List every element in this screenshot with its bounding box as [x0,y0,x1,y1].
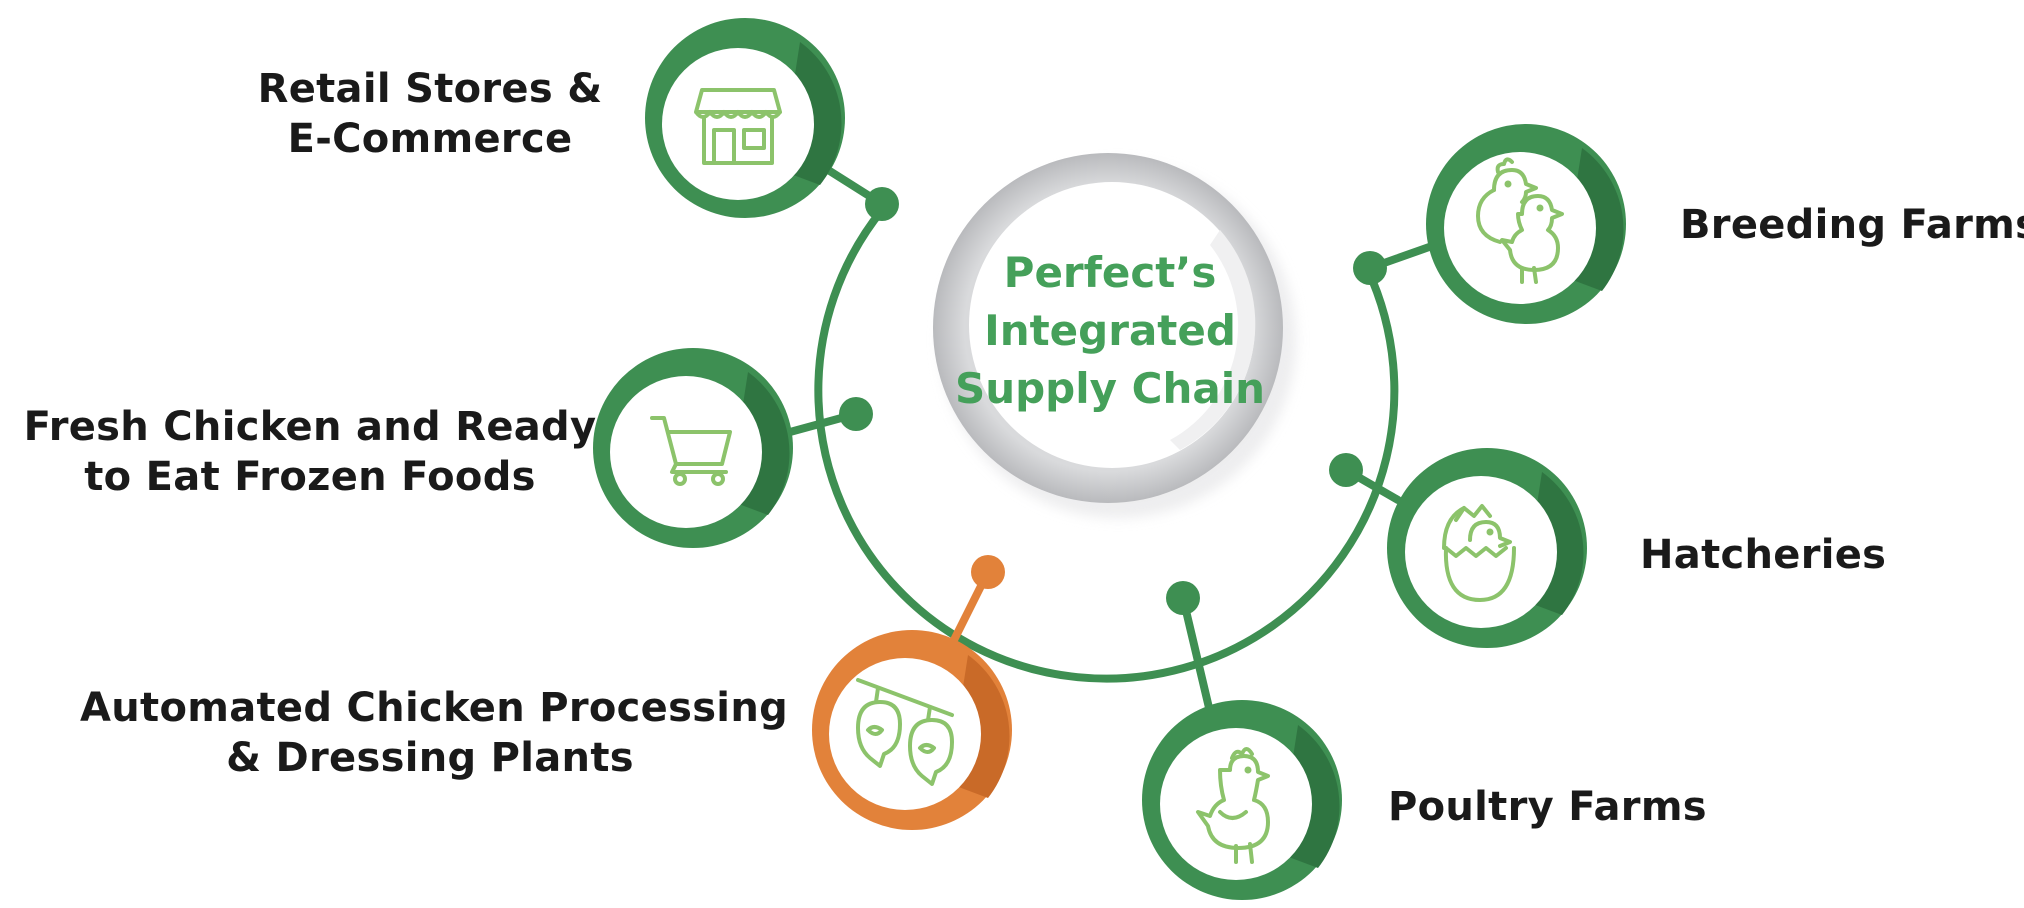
label-fresh: Fresh Chicken and Ready to Eat Frozen Fo… [20,402,600,502]
dot-processing [971,555,1005,589]
node-breeding [1426,124,1626,324]
label-retail-line-2: E-Commerce [287,116,573,162]
shopping-cart-icon [650,416,732,486]
label-hatcheries: Hatcheries [1640,530,1886,580]
dot-breeding [1353,251,1387,285]
label-breeding-line-1: Breeding Farms [1680,202,2024,248]
spoke-poultry [1179,594,1214,716]
hanging-chickens-icon [856,678,954,786]
dot-fresh [839,397,873,431]
node-poultry [1142,700,1342,900]
dot-poultry [1166,581,1200,615]
hatching-egg-icon [1442,504,1516,602]
connector-arc [814,206,1399,683]
label-processing: Automated Chicken Processing & Dressing … [80,683,789,783]
label-breeding: Breeding Farms [1680,200,2024,250]
node-fresh [593,348,793,548]
center-title-line-3: Supply Chain [955,364,1265,413]
dot-retail [865,187,899,221]
label-processing-line-1: Automated Chicken Processing [80,685,789,731]
chicks-icon [1476,157,1564,284]
label-fresh-line-2: to Eat Frozen Foods [84,454,536,500]
node-processing [812,630,1012,830]
chicken-icon [1196,747,1270,864]
label-poultry: Poultry Farms [1388,782,1707,832]
label-poultry-line-1: Poultry Farms [1388,784,1707,830]
center-title-line-1: Perfect’s [1004,248,1217,297]
label-fresh-line-1: Fresh Chicken and Ready [23,404,597,450]
node-retail [645,18,845,218]
storefront-icon [694,88,782,165]
label-retail: Retail Stores & E-Commerce [250,64,610,164]
label-retail-line-1: Retail Stores & [257,66,603,112]
label-processing-line-2: & Dressing Plants [226,735,634,781]
node-hatcheries [1387,448,1587,648]
junction-dots [839,187,1387,615]
center-hub: Perfect’s Integrated Supply Chain [933,153,1296,518]
dot-hatcheries [1329,453,1363,487]
center-title-line-2: Integrated [984,306,1236,355]
label-hatcheries-line-1: Hatcheries [1640,532,1887,578]
